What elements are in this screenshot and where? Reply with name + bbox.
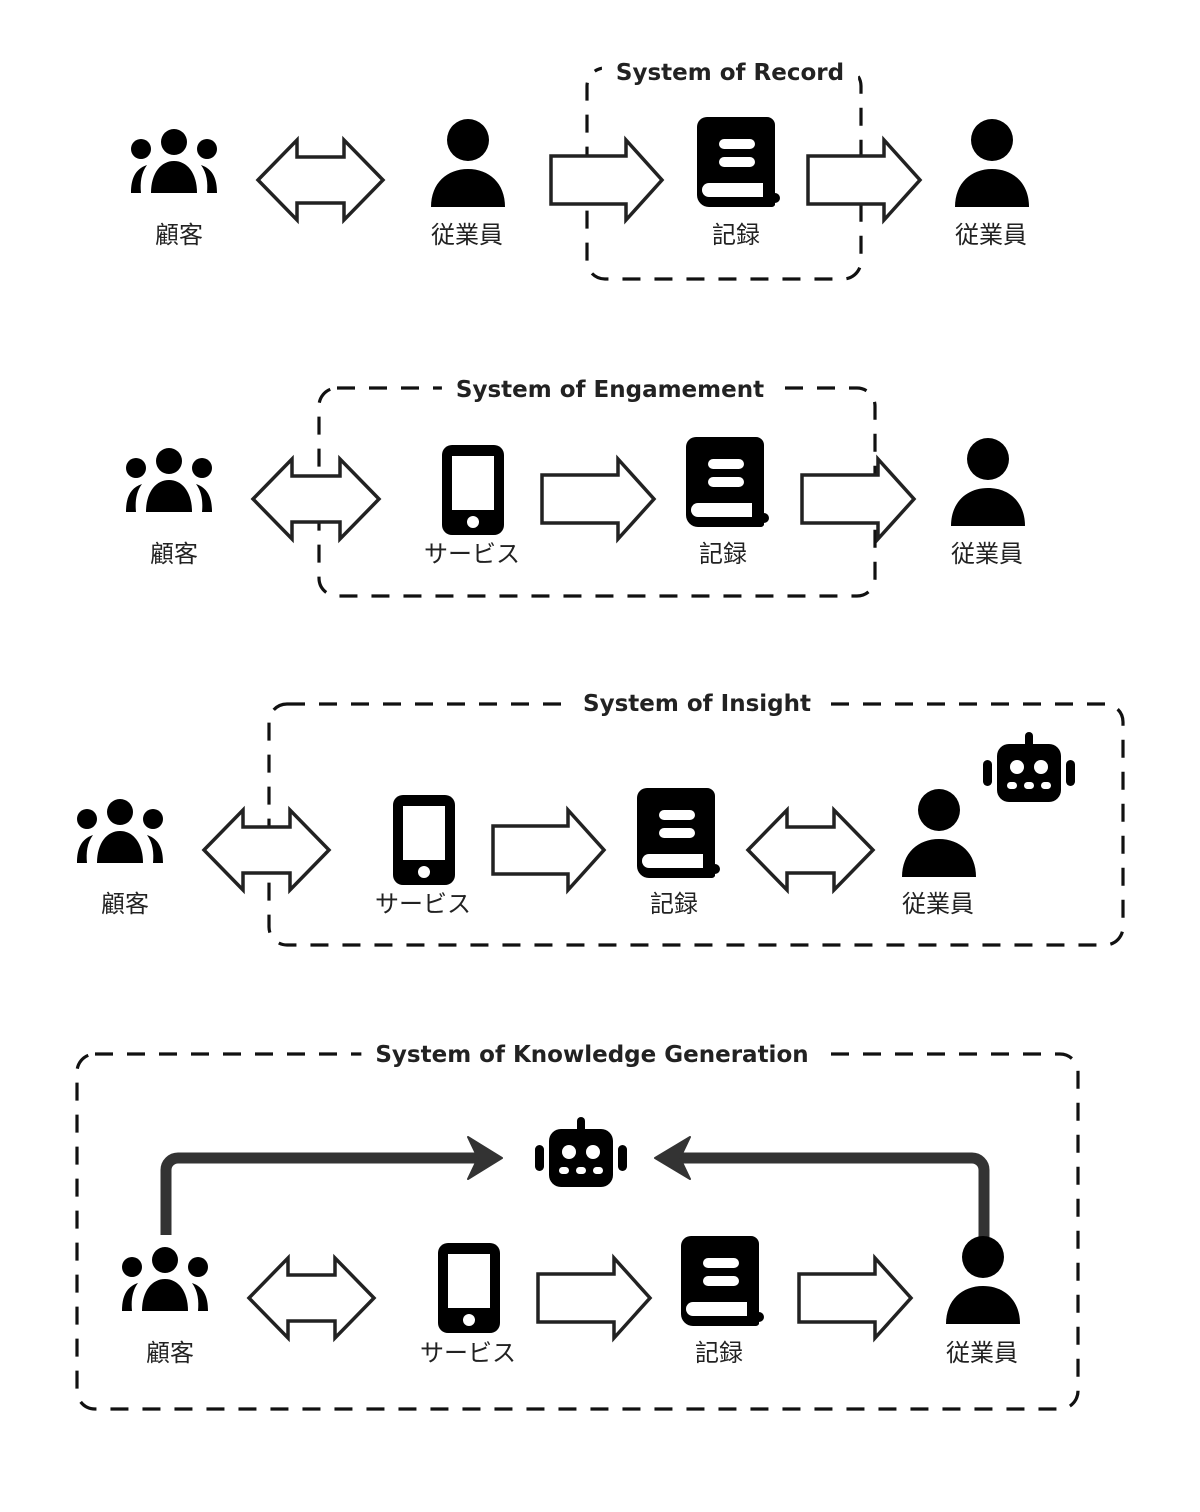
arrowhead (654, 1136, 691, 1180)
person-icon (951, 438, 1025, 526)
node-label: 従業員 (955, 221, 1027, 249)
book-icon (681, 1236, 764, 1327)
bidirectional-arrow (250, 454, 382, 544)
node-label: 記録 (712, 221, 760, 249)
group-icon (77, 799, 163, 863)
person-icon (902, 789, 976, 877)
node-label: 従業員 (951, 540, 1023, 568)
book-icon (697, 117, 780, 208)
diagram-system-of-record: System of Record 顧客 従業員 記録 従業員 (131, 56, 1029, 281)
node-label: 従業員 (431, 221, 503, 249)
node-label: 記録 (695, 1339, 743, 1367)
node-label: 従業員 (946, 1339, 1018, 1367)
boundary-box (75, 1052, 1080, 1411)
node-label: 従業員 (902, 890, 974, 918)
node-label: サービス (420, 1339, 516, 1367)
person-icon (955, 119, 1029, 207)
forward-arrow (797, 1253, 914, 1343)
forward-arrow (549, 135, 665, 225)
diagram-title: System of Record (616, 60, 844, 86)
bidirectional-arrow (745, 805, 876, 895)
diagram-system-of-engagement: System of Engamement 顧客 サービス 記録 従業員 (126, 372, 1025, 598)
diagram-title: System of Insight (583, 691, 811, 717)
person-icon (431, 119, 505, 207)
smartphone-icon (442, 445, 504, 535)
diagram-system-of-insight: System of Insight 顧客 サービス 記録 従業員 (77, 688, 1125, 947)
node-label: 顧客 (155, 221, 203, 249)
node-label: サービス (375, 890, 471, 918)
node-label: 顧客 (101, 890, 149, 918)
group-icon (131, 129, 217, 193)
node-label: 顧客 (146, 1339, 194, 1367)
smartphone-icon (438, 1243, 500, 1333)
forward-arrow (540, 454, 657, 544)
book-icon (637, 788, 720, 879)
diagram-title: System of Engamement (456, 377, 764, 403)
person-icon (946, 1236, 1020, 1324)
arrowhead (467, 1136, 503, 1180)
group-icon (122, 1247, 208, 1311)
group-icon (126, 448, 212, 512)
forward-arrow (536, 1253, 653, 1343)
robot-icon (983, 732, 1075, 802)
smartphone-icon (393, 795, 455, 885)
bidirectional-arrow (246, 1253, 377, 1343)
feedback-flow-employee-to-robot (680, 1152, 990, 1237)
forward-arrow (491, 805, 607, 895)
robot-icon (535, 1117, 627, 1187)
boundary-box (267, 702, 1125, 947)
node-label: 記録 (650, 890, 698, 918)
diagram-system-of-knowledge-generation: System of Knowledge Generation 顧客 サービス 記… (75, 1038, 1080, 1411)
node-label: 記録 (699, 540, 747, 568)
bidirectional-arrow (201, 805, 332, 895)
forward-arrow (800, 454, 917, 544)
node-label: サービス (424, 540, 520, 568)
node-label: 顧客 (150, 540, 198, 568)
bidirectional-arrow (255, 135, 386, 225)
forward-arrow (806, 135, 923, 225)
book-icon (686, 437, 769, 528)
diagram-title: System of Knowledge Generation (375, 1042, 808, 1068)
feedback-flow-customer-to-robot (160, 1152, 478, 1235)
